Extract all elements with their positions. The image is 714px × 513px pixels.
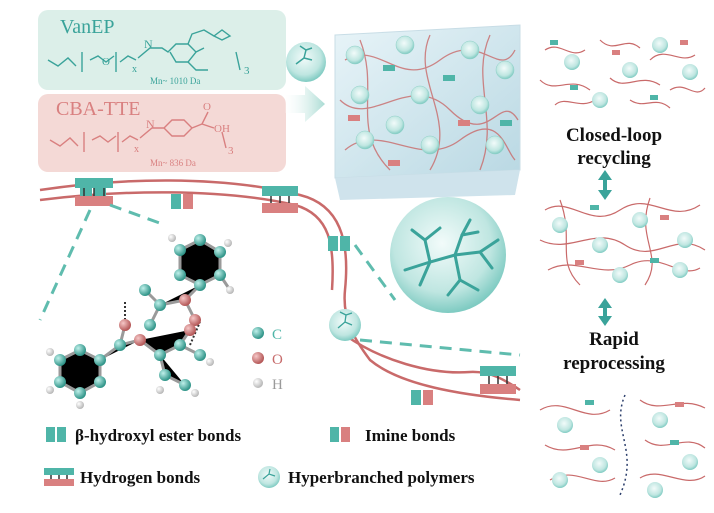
legend-hbond-label: Hydrogen bonds	[80, 468, 201, 487]
vanep-o1: O	[102, 56, 110, 68]
large-branch-structure	[403, 218, 500, 297]
cba-oh: OH	[214, 123, 230, 135]
legend-hyper-icon	[258, 466, 280, 488]
cba-n: N	[146, 117, 155, 131]
right-network-middle	[539, 197, 706, 286]
legend-hbond-icon	[44, 468, 74, 486]
closed-loop-label-2: recycling	[577, 148, 651, 169]
legend-hyper-branch	[262, 468, 276, 480]
cba-title: CBA-TTE	[56, 98, 140, 120]
forward-arrow	[285, 86, 325, 122]
dashed-branches	[38, 203, 521, 357]
atom-key-c-label: C	[272, 327, 282, 343]
atom-key-h-label: H	[272, 377, 283, 393]
molecule-bonds	[58, 238, 232, 395]
ester-bond-2	[328, 236, 350, 251]
legend-ester-icon	[46, 427, 66, 442]
hyperbranched-node-branches	[337, 311, 353, 329]
hbond-1	[75, 178, 113, 206]
double-arrow-bottom	[598, 298, 612, 326]
legend-hyper-label: Hyperbranched polymers	[288, 468, 475, 487]
cba-sub-3: 3	[228, 145, 234, 157]
atom-key-h-ball	[253, 378, 263, 388]
hbond-3	[480, 366, 516, 394]
vanep-structure	[47, 29, 241, 72]
network-cube	[334, 24, 521, 200]
vanep-sub-x: x	[132, 64, 137, 75]
atom-key-o-label: O	[272, 352, 283, 368]
legend-ester-label: β-hydroxyl ester bonds	[75, 426, 241, 445]
cba-mn: Mn~ 836 Da	[150, 158, 196, 168]
imine-bond-1	[171, 194, 193, 209]
imine-bond-2	[411, 390, 433, 405]
molecule-hbond-lines	[124, 300, 201, 346]
rapid-label-1: Rapid	[589, 329, 639, 350]
cba-sub-x: x	[134, 144, 139, 155]
cba-box	[38, 94, 286, 172]
legend-imine-icon	[330, 427, 350, 442]
vanep-title: VanEP	[60, 16, 114, 38]
vanep-sub-3: 3	[244, 65, 250, 77]
branch-icon-small	[295, 45, 313, 65]
atom-key-o-ball	[252, 352, 264, 364]
molecule-atoms	[46, 234, 234, 409]
vanep-box	[38, 10, 286, 90]
right-network-top	[539, 37, 706, 109]
hyperbranched-node	[329, 309, 361, 341]
rapid-label-2: reprocessing	[563, 353, 665, 374]
vanep-n: N	[144, 37, 153, 51]
legend-imine-label: Imine bonds	[365, 426, 456, 445]
cba-o: O	[203, 101, 211, 113]
double-arrow-top	[598, 170, 612, 200]
hbond-2	[262, 186, 298, 213]
cba-structure	[49, 111, 227, 152]
vanep-mn: Mn~ 1010 Da	[150, 76, 200, 86]
hyperbranched-icon-small	[286, 42, 326, 82]
closed-loop-label-1: Closed-loop	[566, 125, 662, 146]
right-network-bottom	[539, 394, 706, 498]
atom-key-c-ball	[252, 327, 264, 339]
